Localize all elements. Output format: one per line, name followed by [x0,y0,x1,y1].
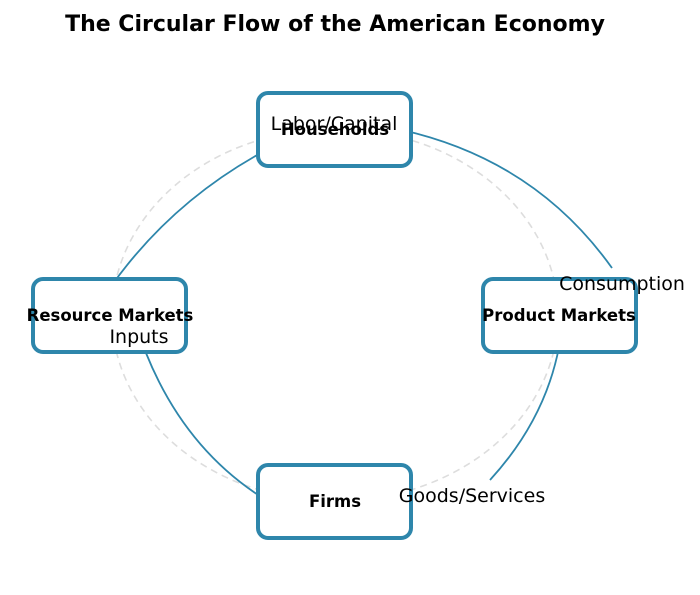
flow-label-labor-capital: Labor/Capital [271,113,398,135]
node-product-markets: Product Markets [481,277,638,354]
node-resource-markets: Resource Markets [27,277,194,354]
node-product-markets-box [481,277,638,354]
node-product-markets-label: Product Markets [482,306,636,325]
diagram-title: The Circular Flow of the American Econom… [65,12,605,37]
flow-arrow-firms-to-product-markets [489,345,562,481]
flow-label-inputs: Inputs [109,326,168,348]
node-firms-label: Firms [309,492,361,511]
node-households-label: Households [281,120,389,139]
node-households-box [256,91,413,168]
node-households: Households [256,91,413,168]
flow-arrow-resource-markets-to-firms [145,352,268,501]
node-resource-markets-box [31,277,188,354]
node-firms-box [256,463,413,540]
node-resource-markets-label: Resource Markets [27,306,194,325]
node-firms: Firms [256,463,413,540]
flow-label-consumption: Consumption [559,273,685,295]
flow-arrow-product-markets-to-households [400,127,613,269]
flow-label-goods-services: Goods/Services [399,485,545,507]
